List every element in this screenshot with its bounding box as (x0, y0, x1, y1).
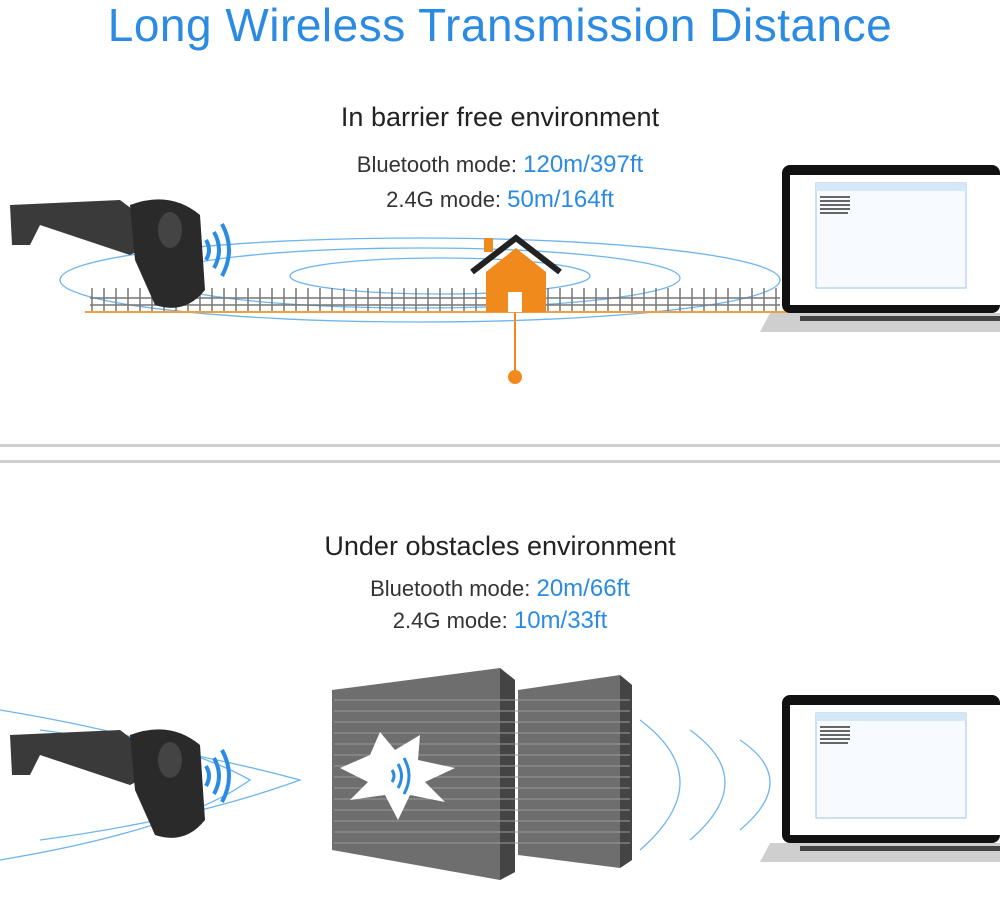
g24-label: 2.4G mode: (386, 187, 502, 212)
barcode-scanner-icon (10, 199, 205, 308)
page-title: Long Wireless Transmission Distance (107, 0, 893, 51)
divider-top (0, 444, 1000, 447)
obstacles-illustration (0, 668, 1000, 880)
bluetooth-label: Bluetooth mode: (370, 576, 531, 601)
section2-heading: Under obstacles environment (324, 531, 676, 561)
g24-value: 50m/164ft (507, 186, 614, 213)
section1-bluetooth-line: Bluetooth mode: 120m/397ft (0, 151, 1000, 179)
house-icon (470, 234, 562, 384)
section1-24g-line: 2.4G mode: 50m/164ft (0, 186, 1000, 214)
wifi-signal-icon (204, 749, 231, 803)
bluetooth-label: Bluetooth mode: (356, 152, 517, 177)
wifi-signal-icon (204, 223, 231, 277)
section1-heading: In barrier free environment (340, 102, 660, 132)
barrier-free-illustration (10, 165, 1000, 384)
divider-bottom (0, 460, 1000, 463)
section2-24g-line: 2.4G mode: 10m/33ft (0, 607, 1000, 635)
g24-label: 2.4G mode: (392, 608, 508, 633)
bluetooth-value: 120m/397ft (523, 151, 644, 178)
barcode-scanner-icon (10, 729, 205, 838)
g24-value: 10m/33ft (513, 607, 608, 634)
laptop-icon (760, 695, 1000, 862)
section2-bluetooth-line: Bluetooth mode: 20m/66ft (0, 575, 1000, 603)
laptop-icon (760, 165, 1000, 332)
bluetooth-value: 20m/66ft (536, 575, 630, 602)
brick-wall-icon (332, 668, 632, 880)
